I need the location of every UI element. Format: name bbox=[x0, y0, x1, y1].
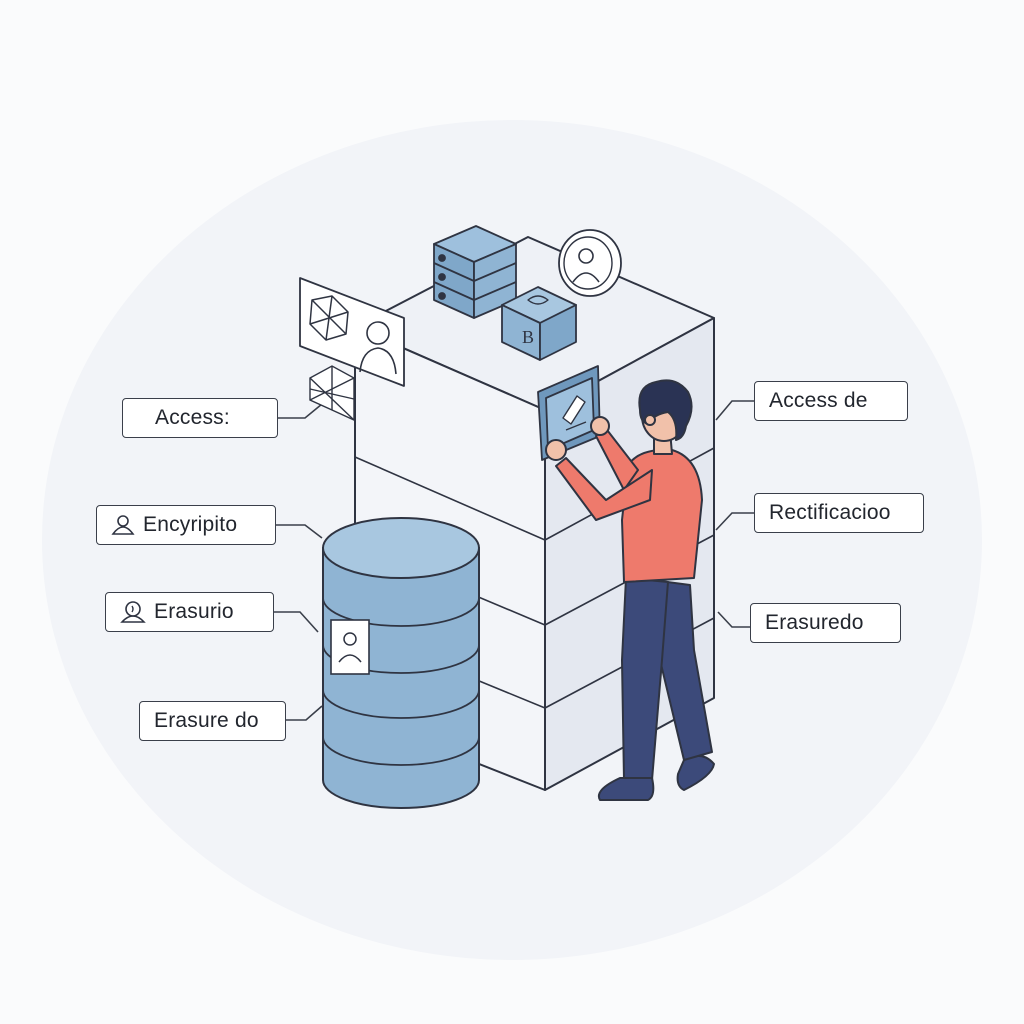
mesh-block-icon bbox=[309, 365, 355, 422]
server-rack-slot bbox=[433, 262, 475, 282]
server-led bbox=[438, 292, 446, 300]
person-figure bbox=[545, 379, 715, 801]
identity-card bbox=[299, 277, 405, 387]
lettered-cube-icon: B bbox=[501, 286, 577, 361]
user-silhouette-icon bbox=[359, 321, 397, 375]
server-rack-slot bbox=[473, 281, 517, 301]
database-ring bbox=[322, 736, 480, 766]
database-ring bbox=[322, 597, 480, 627]
connector-access-left bbox=[278, 403, 323, 419]
user-tag-body bbox=[338, 654, 362, 663]
person-front-shoe bbox=[598, 777, 655, 801]
connector-erasuredo bbox=[717, 611, 750, 628]
access-panel-glyph bbox=[562, 395, 587, 431]
label-text: Erasurio bbox=[154, 600, 234, 623]
label-erasurio: Erasurio bbox=[105, 592, 274, 632]
label-text: Access de bbox=[769, 389, 868, 412]
cube-letter: B bbox=[522, 327, 534, 347]
label-access-left: Access: bbox=[122, 398, 278, 438]
cube-top-glyph bbox=[527, 295, 549, 305]
label-erasuredo: Erasuredo bbox=[750, 603, 901, 643]
connector-rectification bbox=[715, 512, 754, 531]
person-arm-near bbox=[555, 457, 653, 521]
database-cylinder bbox=[322, 517, 480, 809]
label-text: Rectificacioo bbox=[769, 501, 891, 524]
person-arm-far bbox=[595, 425, 639, 491]
connector-encryption bbox=[276, 524, 323, 539]
tower-tier-line bbox=[354, 456, 546, 541]
connector-erasurio bbox=[274, 611, 319, 633]
profile-coin-icon bbox=[558, 229, 622, 297]
coin-user-body bbox=[572, 272, 600, 283]
connector-lines bbox=[274, 400, 754, 721]
label-text: Access: bbox=[155, 406, 230, 429]
user-badge-icon bbox=[120, 600, 146, 624]
user-tag-card bbox=[330, 619, 370, 675]
server-led bbox=[438, 273, 446, 281]
user-icon bbox=[111, 514, 135, 536]
connector-access-de bbox=[715, 400, 754, 421]
server-rack-slot bbox=[473, 262, 517, 282]
server-led bbox=[438, 254, 446, 262]
person-hand-far bbox=[590, 416, 610, 436]
user-tag-head bbox=[343, 632, 357, 646]
label-text: Erasure do bbox=[154, 709, 259, 732]
polyhedron-icon bbox=[309, 295, 349, 341]
database-top bbox=[322, 517, 480, 579]
label-access-de: Access de bbox=[754, 381, 908, 421]
identity-card-panel bbox=[299, 277, 405, 387]
label-erasure-do: Erasure do bbox=[139, 701, 286, 741]
label-rectification: Rectificacioo bbox=[754, 493, 924, 533]
person-ear bbox=[644, 414, 656, 426]
polyhedron-edge bbox=[325, 295, 333, 341]
coin-user-head bbox=[578, 248, 594, 264]
label-text: Encyripito bbox=[143, 513, 238, 536]
person-hand-near bbox=[545, 439, 567, 461]
user-silhouette-body bbox=[359, 347, 397, 375]
database-ring bbox=[322, 689, 480, 719]
coin-inner bbox=[563, 236, 613, 290]
label-text: Erasuredo bbox=[765, 611, 864, 634]
database-user-tag bbox=[330, 619, 370, 675]
label-encryption: Encyripito bbox=[96, 505, 276, 545]
mesh-line bbox=[309, 388, 355, 400]
cube-side bbox=[539, 304, 577, 361]
server-rack-slot bbox=[433, 281, 475, 301]
user-silhouette-head bbox=[366, 321, 390, 345]
database-body bbox=[322, 547, 480, 809]
connector-erasure-do bbox=[286, 705, 323, 721]
